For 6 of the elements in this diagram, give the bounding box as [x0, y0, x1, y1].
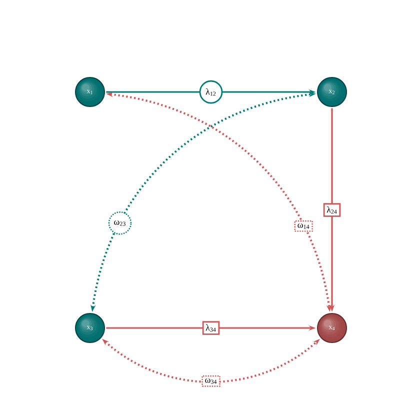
edge-label: ω$_{23}$	[108, 212, 132, 235]
edge-label: λ$_{24}$	[323, 203, 341, 217]
edge-label: ω$_{34}$	[202, 375, 220, 387]
edge-label: λ$_{12}$	[199, 80, 223, 104]
edge-label: ω$_{14}$	[294, 220, 313, 232]
edge-label: λ$_{34}$	[202, 321, 220, 335]
